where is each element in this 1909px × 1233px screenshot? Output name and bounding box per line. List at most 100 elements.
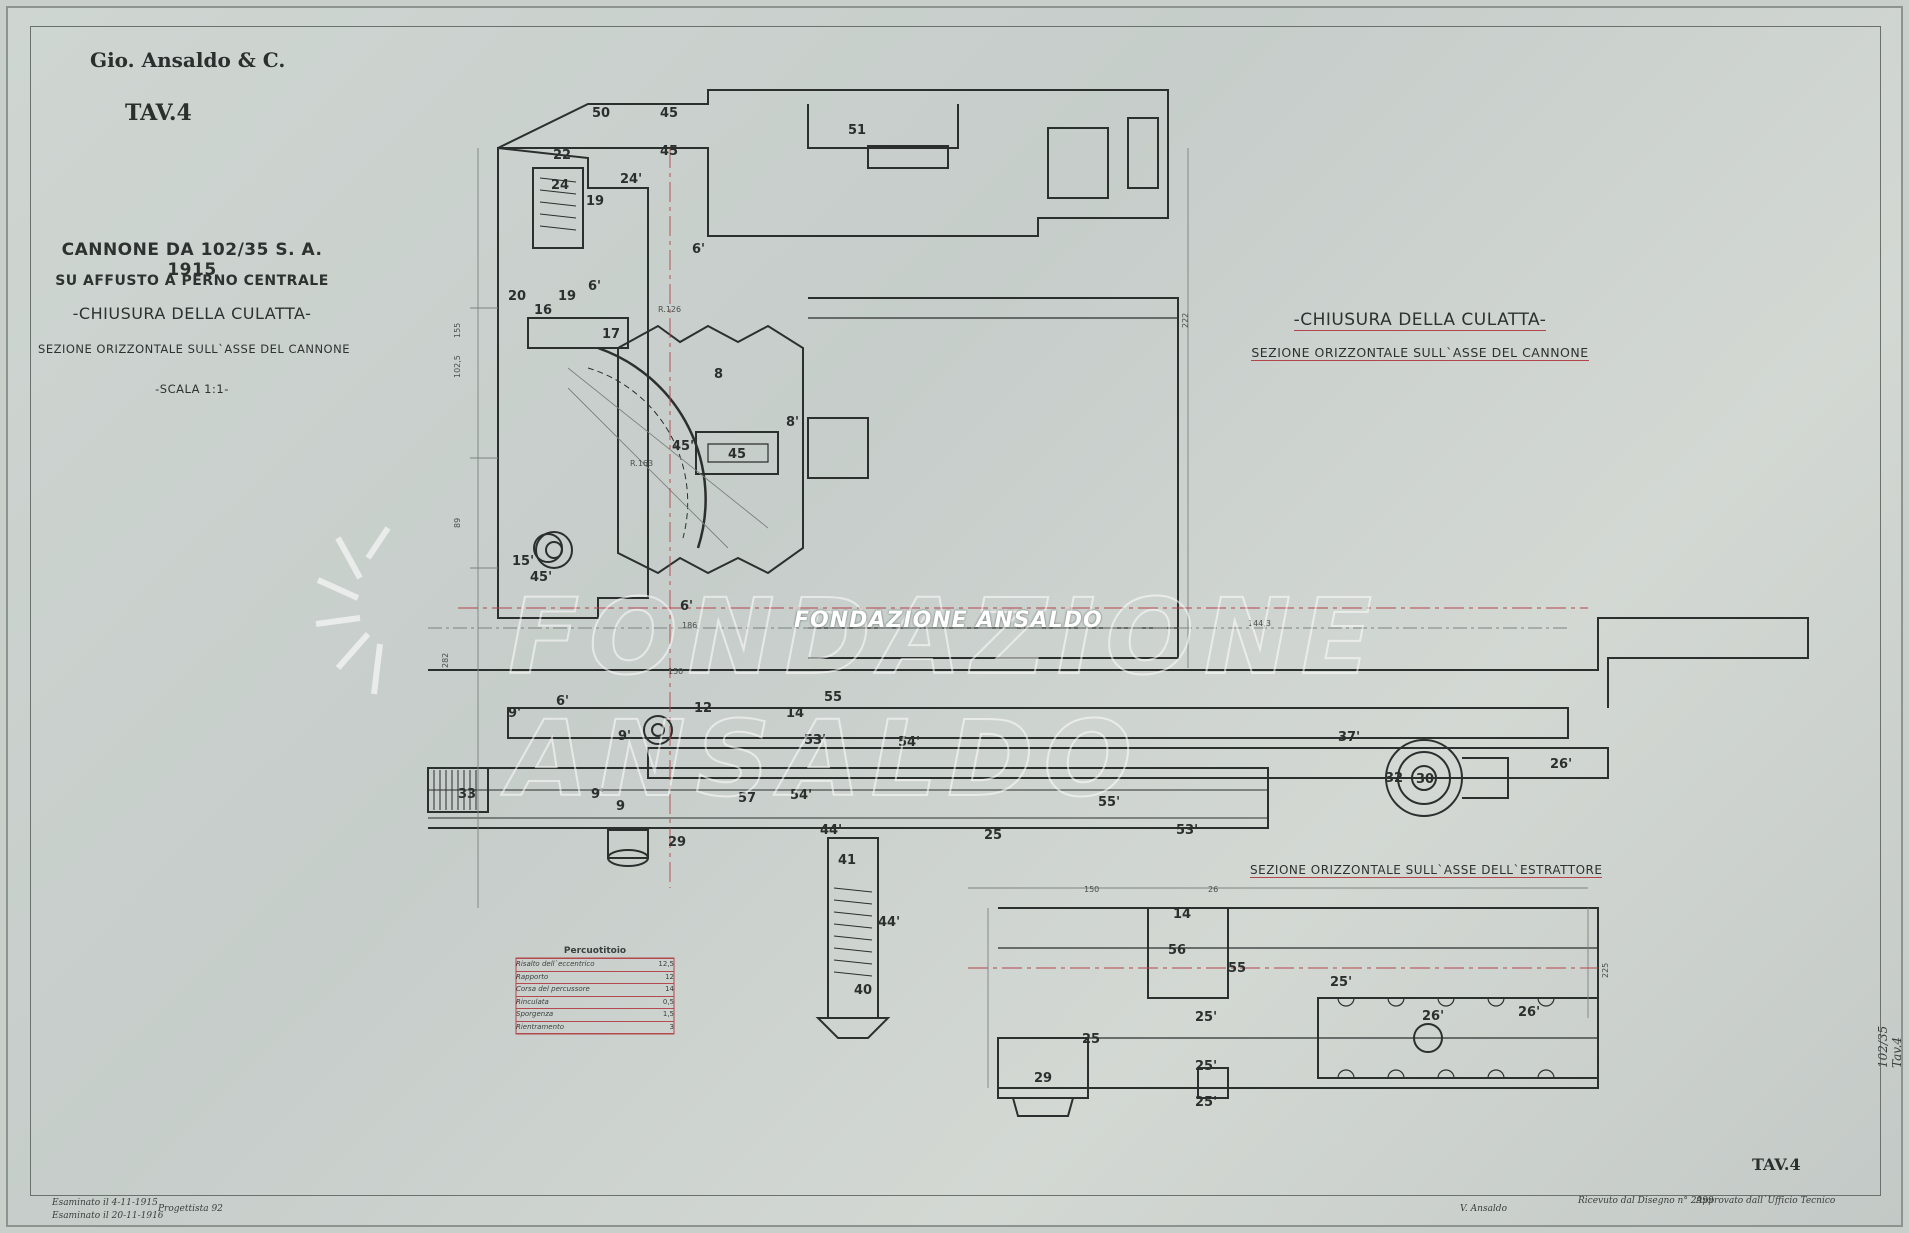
dim-222: 222	[1181, 313, 1190, 328]
sec-part-25e: 25	[1082, 1032, 1100, 1047]
handle-knob	[427, 767, 489, 813]
breech-drawing: 50 45 45 51 22 24 24' 19 6' 20 19 16 17 …	[315, 89, 1809, 1117]
part-55: 55	[824, 690, 842, 705]
barrel-block	[808, 297, 1179, 659]
part-45c: 45'	[672, 439, 694, 454]
part-45e: 45'	[530, 570, 552, 585]
extractor-spring-housing	[1317, 997, 1599, 1079]
percussion-row-value: 14	[665, 985, 674, 993]
part-6d: 6'	[556, 694, 569, 709]
percussion-row-label: Corsa del percussore	[516, 985, 590, 993]
percussion-row-label: Rientramento	[516, 1022, 565, 1031]
percussion-row: Corsa del percussore 14	[516, 984, 674, 997]
percussion-table-title: Percuotitoio	[516, 946, 674, 959]
plate-number-top: TAV.4	[125, 100, 192, 126]
part-55b: 55'	[1098, 795, 1120, 810]
part-9b: 9'	[618, 729, 631, 744]
part-17: 17	[602, 327, 620, 342]
right-title-text-2: SEZIONE ORIZZONTALE SULL`ASSE DEL CANNON…	[1251, 345, 1589, 361]
part-44b: 44'	[878, 915, 900, 930]
breech-block-teeth	[617, 324, 804, 575]
sec-part-25b: 25'	[1195, 1010, 1217, 1025]
percussion-row-value: 1,5	[662, 1010, 674, 1018]
part-24: 24	[551, 178, 569, 193]
percussion-row-label: Risalto dell`eccentrico	[516, 960, 595, 968]
dim-26: 26	[1208, 885, 1218, 894]
watermark-text: FONDAZIONE ANSALDO	[794, 608, 1103, 633]
part-54: 54'	[898, 735, 920, 750]
signature-2: Esaminato il 20-11-1916	[52, 1211, 164, 1221]
part-41: 41	[838, 853, 856, 868]
part-45b: 45	[660, 144, 678, 159]
title-line-1: CANNONE DA 102/35 S. A. 1915	[61, 240, 323, 280]
signature-3: Progettista 92	[158, 1204, 223, 1214]
title-line-4: SEZIONE ORIZZONTALE SULL`ASSE DEL CANNON…	[38, 342, 350, 356]
section-label: SEZIONE ORIZZONTALE SULL`ASSE DELL`ESTRA…	[1250, 863, 1603, 878]
percussion-row-label: Sporgenza	[516, 1010, 554, 1018]
title-line-2: SU AFFUSTO A PERNO CENTRALE	[55, 273, 329, 289]
part-32: 32	[1385, 771, 1403, 786]
percussion-row-value: 12	[665, 972, 674, 981]
slot-detail	[867, 145, 949, 169]
dim-163: R.163	[630, 459, 653, 468]
signature-6: Approvato dall`Ufficio Tecnico	[1696, 1196, 1836, 1206]
part-51: 51	[848, 123, 866, 138]
part-20: 20	[508, 289, 526, 304]
part-37: 37'	[1338, 730, 1360, 745]
watermark-logo	[315, 526, 391, 695]
part-6c: 6'	[680, 599, 693, 614]
part-16: 16	[534, 303, 552, 318]
dim-186: 186	[682, 621, 697, 630]
part-45a: 45	[660, 106, 678, 121]
dim-225: 225	[1601, 963, 1610, 978]
part-40: 40	[854, 983, 872, 998]
part-9d: 9	[616, 799, 625, 814]
part-6a: 6'	[692, 242, 705, 257]
part-57: 57	[738, 791, 756, 806]
part-33: 33	[458, 787, 476, 802]
part-45d: 45	[728, 447, 746, 462]
part-53: 53'	[804, 733, 826, 748]
extractor-wheel	[1385, 739, 1463, 817]
title-line-3: -CHIUSURA DELLA CULATTA-	[72, 304, 312, 323]
breech-arc	[597, 346, 707, 549]
border-frame	[30, 26, 1881, 1196]
sec-part-26b: 26'	[1422, 1009, 1444, 1024]
right-title-line-1: -CHIUSURA DELLA CULATTA-	[1270, 310, 1570, 331]
sec-part-14: 14	[1173, 907, 1191, 922]
dim-282: 282	[441, 653, 450, 668]
right-title-line-2: SEZIONE ORIZZONTALE SULL`ASSE DEL CANNON…	[1236, 345, 1604, 361]
sec-part-25a: 25'	[1330, 975, 1352, 990]
signature-1: Esaminato il 4-11-1915	[52, 1198, 158, 1208]
part-25: 25	[984, 828, 1002, 843]
dim-150: 150	[668, 667, 683, 676]
right-title-text-1: -CHIUSURA DELLA CULATTA-	[1293, 310, 1547, 331]
slot-outline	[807, 104, 959, 149]
breech-wall	[497, 146, 649, 619]
sec-part-56: 56	[1168, 943, 1186, 958]
firing-pin-housing	[695, 431, 779, 475]
plate-number-bottom: TAV.4	[1752, 1155, 1801, 1174]
side-plate	[1127, 117, 1159, 189]
sec-part-26: 26'	[1518, 1005, 1540, 1020]
part-54b: 54'	[790, 788, 812, 803]
part-22: 22	[553, 148, 571, 163]
sec-part-25d: 25'	[1195, 1095, 1217, 1110]
part-15a: 15'	[512, 554, 534, 569]
extractor-block-29	[997, 1037, 1089, 1099]
upper-housing-outline	[497, 89, 1169, 237]
part-30: 30	[1416, 772, 1434, 787]
part-19b: 19	[558, 289, 576, 304]
part-12: 12	[694, 701, 712, 716]
part-50: 50	[592, 106, 610, 121]
watermark-large: FONDAZIONE ANSALDO	[507, 575, 1382, 821]
part-24b: 24'	[620, 172, 642, 187]
dim-1443: 144,3	[1248, 619, 1271, 628]
screw-plug	[807, 417, 869, 479]
slide-body	[507, 707, 1569, 739]
section-label-text: SEZIONE ORIZZONTALE SULL`ASSE DELL`ESTRA…	[1250, 863, 1603, 878]
sec-part-29: 29	[1034, 1071, 1052, 1086]
